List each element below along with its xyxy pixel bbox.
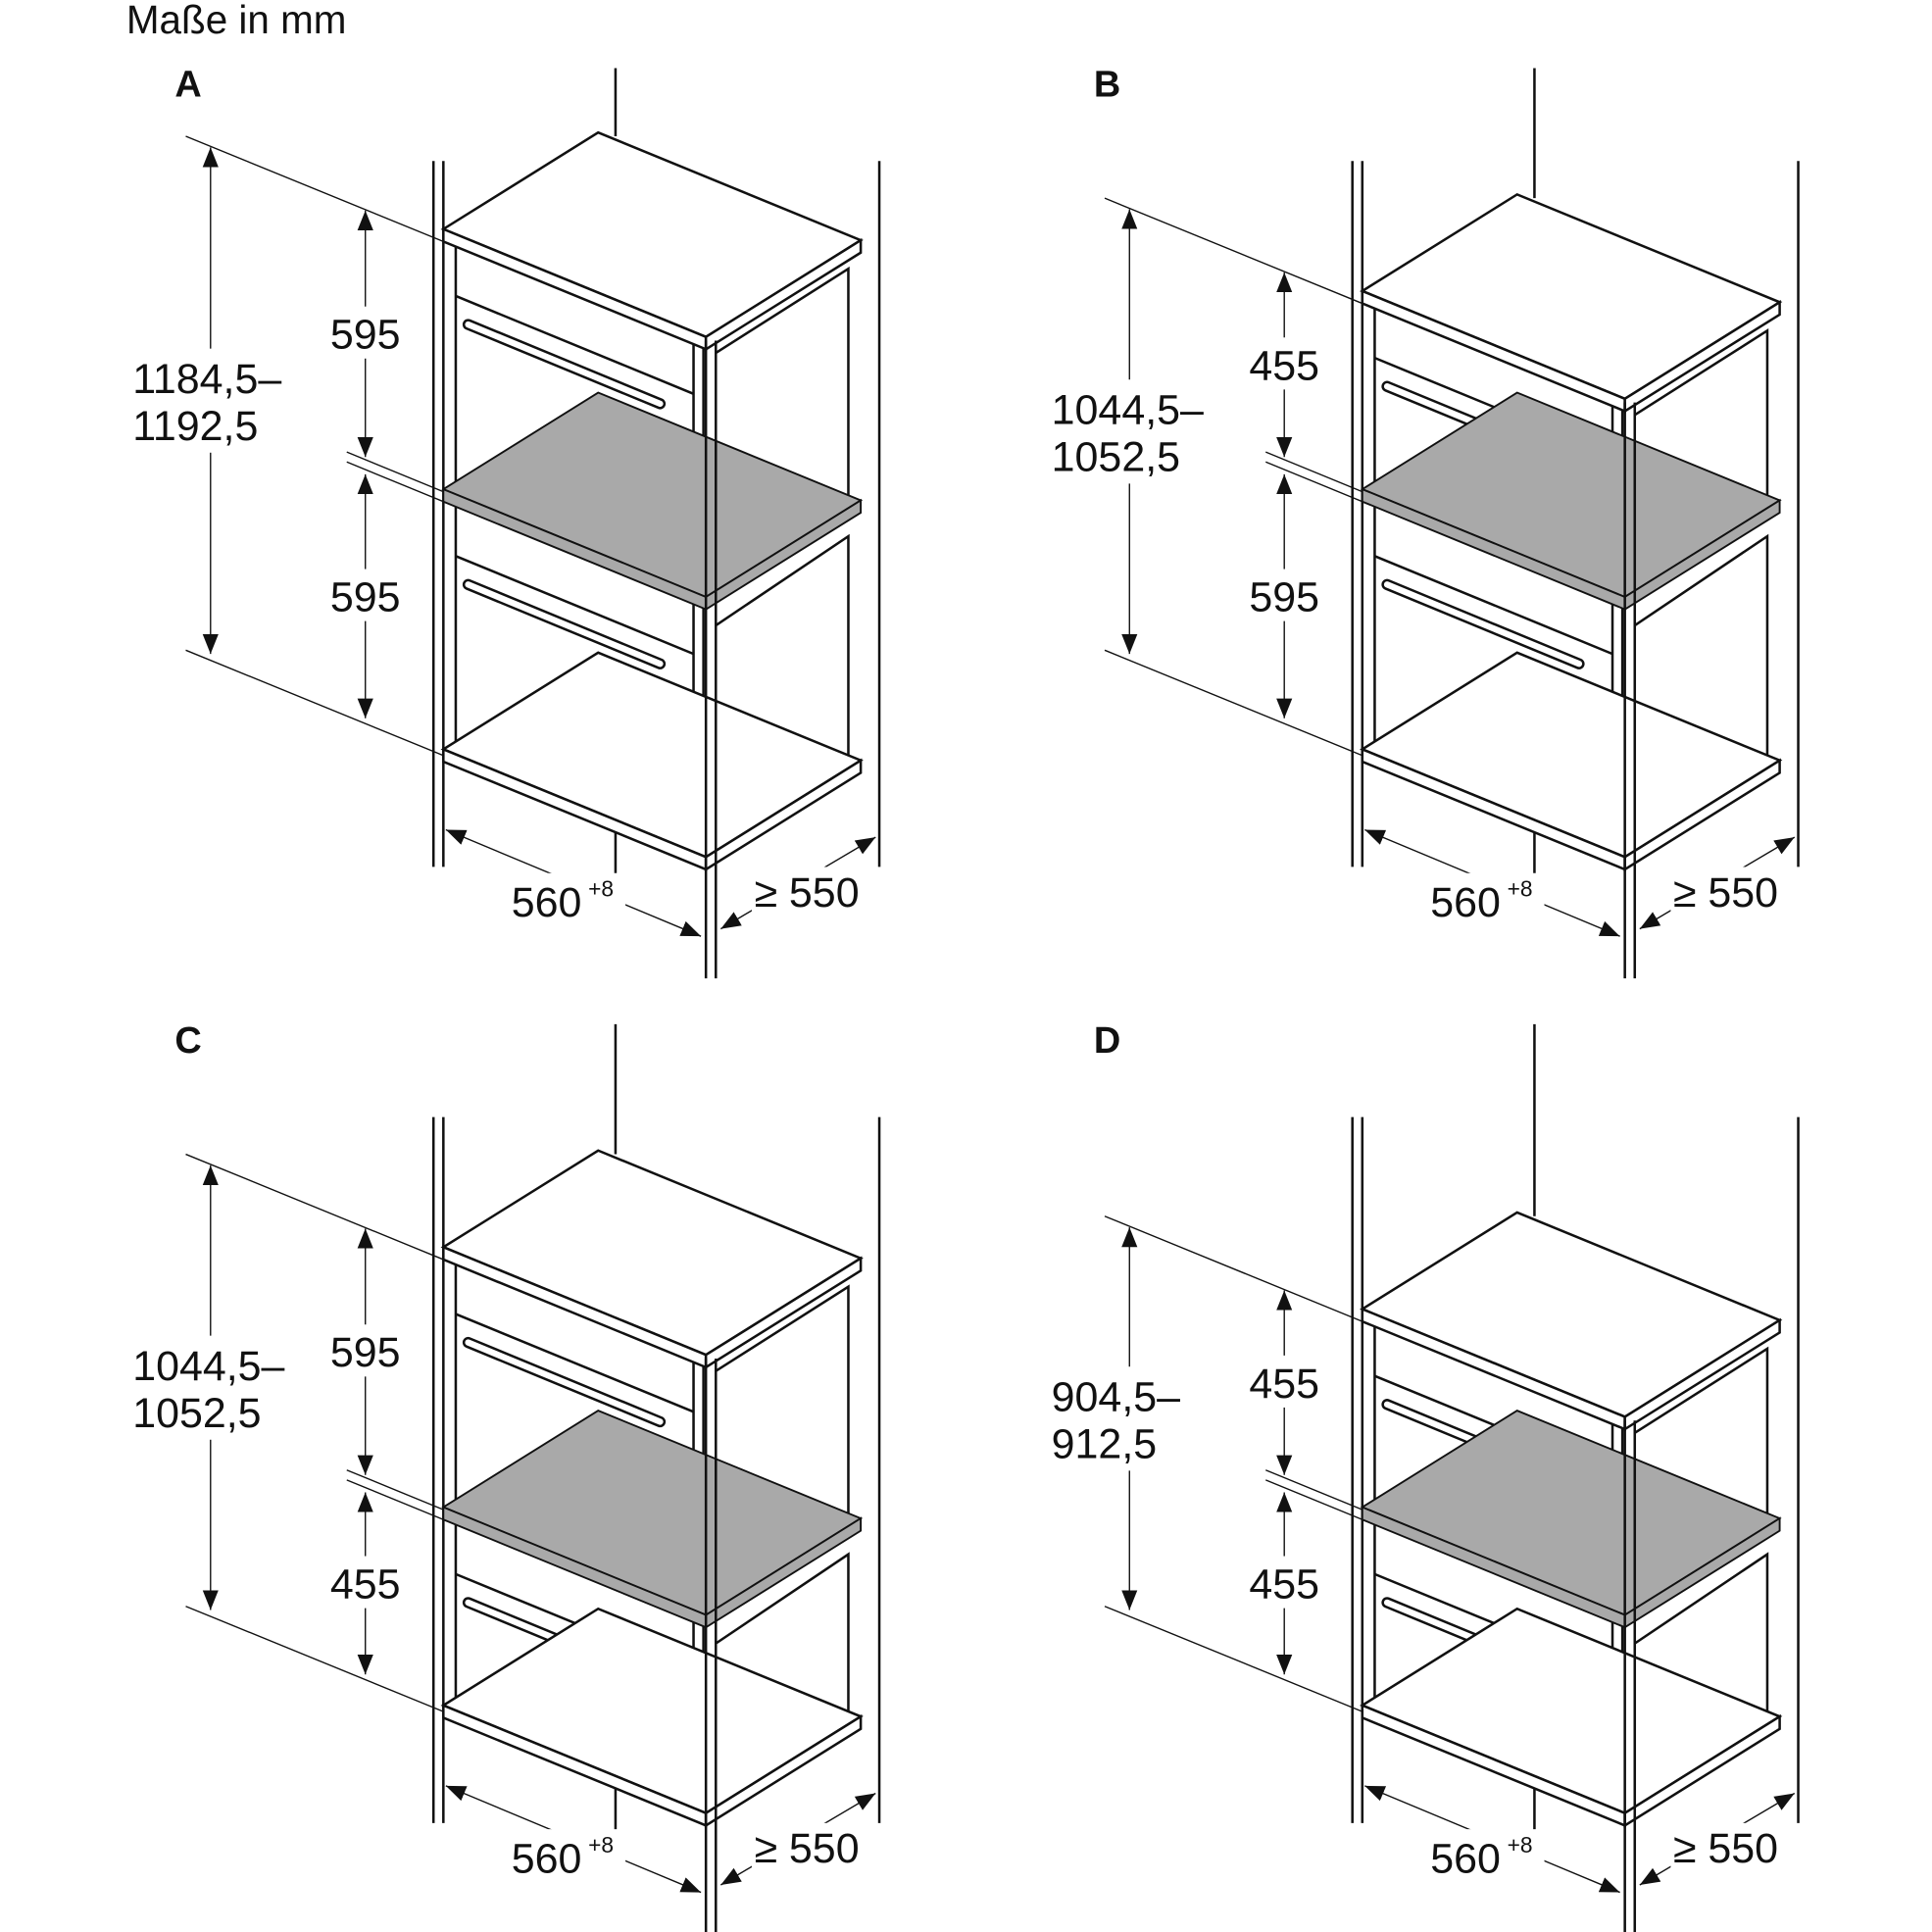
extension-line-middle-2 [346,461,444,503]
lower-oven-handle-inner [465,581,664,668]
niche-width-label: 560 [1430,1835,1501,1882]
lower-oven-control-strip [455,555,695,656]
niche-width-label-bg [508,1829,626,1882]
total-height-label-line2: 1052,5 [132,1390,261,1437]
panel-c: C 1044,5–1052,5 595 455 560+8 ≥ 550 [128,1020,881,1932]
panel-b: B 1044,5–1052,5 455 595 560 +8 ≥ 550 [1047,65,1800,979]
extension-line-bottom [1104,1606,1363,1712]
niche-width-tolerance: +8 [1508,1832,1533,1858]
extension-line-middle-2 [346,1479,444,1520]
total-height-label-bg [1047,379,1221,484]
lower-height-label: 455 [330,1560,401,1608]
niche-depth-label-bg [1670,867,1793,916]
total-height-label-line1: 1184,5– [132,356,281,403]
niche-width-label: 560 [512,1835,582,1882]
lower-height-label: 455 [1249,1560,1319,1608]
lower-height-label-bg [1243,569,1325,621]
total-height-label-line1: 904,5– [1052,1374,1180,1421]
extension-line-bottom [185,649,444,757]
extension-line-bottom [1104,649,1363,757]
extension-line-middle [1264,1469,1363,1511]
niche-width-label-bg [1426,1829,1545,1882]
extension-line-top [1104,197,1363,305]
upper-oven-control-strip [455,1313,695,1413]
oven-side [1634,328,1769,756]
total-height-label-line2: 1192,5 [132,403,258,450]
panel-label: A [174,65,201,106]
niche-depth-label: ≥ 550 [1673,1825,1778,1872]
extension-line-middle-2 [1264,1479,1363,1520]
upper-height-label: 455 [1249,342,1319,389]
lower-height-label: 595 [330,574,401,621]
niche-depth-label-bg [751,1822,873,1873]
upper-height-label: 455 [1249,1361,1319,1408]
lower-height-label-bg [324,569,407,621]
niche-depth-label-bg [1670,1822,1793,1873]
upper-height-label-bg [1243,1355,1325,1408]
panel-label: C [174,1020,201,1062]
total-height-label-line1: 1044,5– [132,1343,284,1390]
total-height-label-bg [1047,1366,1221,1471]
niche-width-tolerance: +8 [588,876,614,902]
total-height-label-line2: 1052,5 [1052,434,1180,481]
extension-line-middle [346,451,444,493]
upper-height-label-bg [1243,337,1325,390]
lower-height-label-bg [324,1556,407,1609]
extension-line-top [1104,1215,1363,1322]
oven-side [715,1284,850,1712]
niche-width-tolerance: +8 [588,1832,614,1858]
niche-depth-label: ≥ 550 [754,1825,859,1872]
extension-line-middle [1264,451,1363,493]
extension-line-bottom [185,1606,444,1712]
total-height-label-line1: 1044,5– [1052,387,1204,434]
extension-line-middle-2 [1264,461,1363,503]
upper-height-label: 595 [330,312,401,359]
lower-oven-control-strip [1373,555,1613,656]
upper-height-label: 595 [330,1329,401,1376]
niche-width-label: 560 [512,879,582,926]
oven-side [715,266,850,756]
niche-width-label-bg [508,872,626,925]
extension-line-middle [346,1469,444,1511]
niche-width-tolerance: +8 [1508,876,1533,902]
panel-label: D [1094,1020,1120,1062]
panel-d: D 904,5–912,5 455 455 560 +8 ≥ 550 [1047,1020,1800,1932]
upper-height-label-bg [324,306,407,359]
upper-height-label-bg [324,1324,407,1377]
lower-height-label: 595 [1249,574,1319,621]
lower-oven-handle-inner [1383,581,1583,668]
niche-depth-label-bg [751,867,873,916]
niche-width-label: 560 [1430,879,1501,926]
panel-label: B [1094,65,1120,106]
lower-height-label-bg [1243,1556,1325,1609]
extension-line-top [185,135,444,243]
total-height-label-line2: 912,5 [1052,1421,1157,1468]
niche-depth-label: ≥ 550 [754,869,859,916]
niche-width-label-bg [1426,872,1545,925]
total-height-label-bg [128,348,303,453]
upper-oven-control-strip [455,294,695,395]
niche-depth-label: ≥ 550 [1673,869,1778,916]
extension-line-top [185,1153,444,1261]
upper-oven-handle-inner [465,321,664,408]
units-caption: Maße in mm [126,0,347,42]
upper-oven-handle-inner [465,1339,664,1425]
oven-side [1634,1346,1769,1712]
panel-a: A 1184,5–1192,5 595 595 560+8 ≥ 550 [128,65,881,979]
total-height-label-bg [128,1335,303,1440]
